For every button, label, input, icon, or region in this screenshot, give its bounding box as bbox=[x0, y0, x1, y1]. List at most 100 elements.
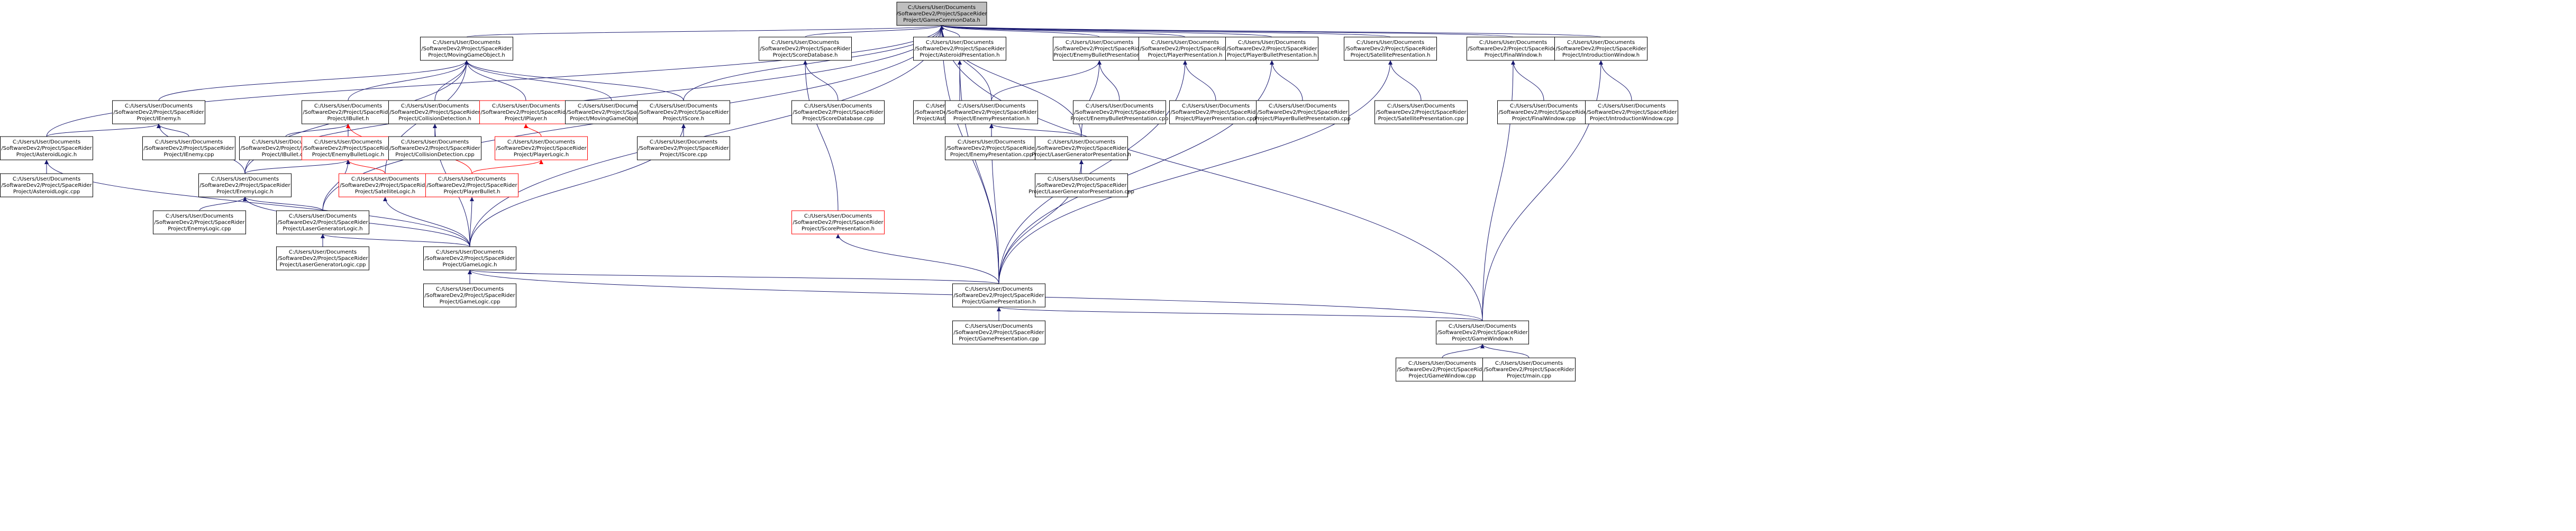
node-ibullet-h[interactable]: C:/Users/User/Documents/SoftwareDev2/Pro… bbox=[302, 100, 395, 124]
node-playerpresentation-cpp[interactable]: C:/Users/User/Documents/SoftwareDev2/Pro… bbox=[1169, 100, 1262, 124]
node-scoredatabase-h[interactable]: C:/Users/User/Documents/SoftwareDev2/Pro… bbox=[759, 37, 852, 61]
node-label-line: /SoftwareDev2/Project/SpaceRider bbox=[480, 110, 571, 115]
node-playerbulletpresentation-h[interactable]: C:/Users/User/Documents/SoftwareDev2/Pro… bbox=[1225, 37, 1318, 61]
node-box bbox=[1139, 37, 1232, 61]
node-label-line: Project/IEnemy.cpp bbox=[164, 152, 214, 158]
node-label-line: /SoftwareDev2/Project/SpaceRider bbox=[240, 146, 331, 151]
node-box bbox=[276, 246, 369, 271]
node-playerpresentation-h[interactable]: C:/Users/User/Documents/SoftwareDev2/Pro… bbox=[1139, 37, 1232, 61]
node-gamewindow-cpp[interactable]: C:/Users/User/Documents/SoftwareDev2/Pro… bbox=[1396, 357, 1489, 382]
node-label-line: C:/Users/User/Documents bbox=[1495, 361, 1563, 366]
node-label-line: /SoftwareDev2/Project/SpaceRider bbox=[1555, 46, 1646, 52]
node-label-line: Project/AsteroidPresentation.h bbox=[920, 52, 999, 58]
node-label-line: C:/Users/User/Documents bbox=[351, 176, 419, 182]
node-playerbullet-h[interactable]: C:/Users/User/Documents/SoftwareDev2/Pro… bbox=[425, 173, 518, 197]
node-label-line: C:/Users/User/Documents bbox=[926, 40, 994, 46]
node-enemybulletpresentation-cpp[interactable]: C:/Users/User/Documents/SoftwareDev2/Pro… bbox=[1070, 100, 1169, 124]
node-scoredatabase-cpp[interactable]: C:/Users/User/Documents/SoftwareDev2/Pro… bbox=[791, 100, 885, 124]
node-enemylogic-h[interactable]: C:/Users/User/Documents/SoftwareDev2/Pro… bbox=[198, 173, 292, 197]
node-gamewindow-h[interactable]: C:/Users/User/Documents/SoftwareDev2/Pro… bbox=[1436, 320, 1529, 345]
node-introductionwindow-h[interactable]: C:/Users/User/Documents/SoftwareDev2/Pro… bbox=[1554, 37, 1647, 61]
node-gamelogic-h[interactable]: C:/Users/User/Documents/SoftwareDev2/Pro… bbox=[423, 246, 516, 271]
node-label-line: /SoftwareDev2/Project/SpaceRider bbox=[1, 146, 92, 151]
node-label-line: C:/Users/User/Documents bbox=[650, 103, 717, 109]
node-lasergeneratorpresentation-cpp[interactable]: C:/Users/User/Documents/SoftwareDev2/Pro… bbox=[1028, 173, 1134, 197]
node-enemybulletpresentation-h[interactable]: C:/Users/User/Documents/SoftwareDev2/Pro… bbox=[1053, 37, 1146, 61]
node-lasergeneratorpresentation-h[interactable]: C:/Users/User/Documents/SoftwareDev2/Pro… bbox=[1032, 136, 1131, 160]
node-iscore-cpp[interactable]: C:/Users/User/Documents/SoftwareDev2/Pro… bbox=[637, 136, 730, 160]
node-collisiondetection-cpp[interactable]: C:/Users/User/Documents/SoftwareDev2/Pro… bbox=[388, 136, 481, 160]
node-label-line: /SoftwareDev2/Project/SpaceRider bbox=[793, 220, 884, 226]
node-label-line: C:/Users/User/Documents bbox=[804, 103, 872, 109]
node-gamecommondata-h[interactable]: C:/Users/User/Documents/SoftwareDev2/Pro… bbox=[896, 2, 988, 26]
node-enemypresentation-cpp[interactable]: C:/Users/User/Documents/SoftwareDev2/Pro… bbox=[945, 136, 1038, 160]
node-label-line: C:/Users/User/Documents bbox=[401, 103, 469, 109]
node-finalwindow-cpp[interactable]: C:/Users/User/Documents/SoftwareDev2/Pro… bbox=[1497, 100, 1590, 124]
node-asteroidlogic-cpp[interactable]: C:/Users/User/Documents/SoftwareDev2/Pro… bbox=[0, 173, 93, 197]
node-box bbox=[1035, 173, 1128, 197]
node-label-line: Project/CollisionDetection.cpp bbox=[395, 152, 474, 158]
node-ienemy-h[interactable]: C:/Users/User/Documents/SoftwareDev2/Pro… bbox=[112, 100, 205, 124]
node-label-line: C:/Users/User/Documents bbox=[1086, 103, 1153, 109]
node-label-line: C:/Users/User/Documents bbox=[492, 103, 560, 109]
edge-movinggameobject-h-to-gamecommondata-h bbox=[466, 25, 944, 38]
node-introductionwindow-cpp[interactable]: C:/Users/User/Documents/SoftwareDev2/Pro… bbox=[1585, 100, 1678, 124]
node-enemylogic-cpp[interactable]: C:/Users/User/Documents/SoftwareDev2/Pro… bbox=[153, 210, 246, 235]
node-lasergeneratorlogic-h[interactable]: C:/Users/User/Documents/SoftwareDev2/Pro… bbox=[276, 210, 369, 235]
node-lasergeneratorlogic-cpp[interactable]: C:/Users/User/Documents/SoftwareDev2/Pro… bbox=[276, 246, 369, 271]
node-label-line: Project/PlayerBullet.h bbox=[443, 189, 500, 195]
node-label-line: /SoftwareDev2/Project/SpaceRider bbox=[1036, 146, 1127, 151]
node-playerlogic-h[interactable]: C:/Users/User/Documents/SoftwareDev2/Pro… bbox=[495, 136, 588, 160]
node-label-line: /SoftwareDev2/Project/SpaceRider bbox=[1036, 183, 1127, 188]
node-label-line: Project/PlayerPresentation.cpp bbox=[1176, 116, 1257, 122]
node-label-line: C:/Users/User/Documents bbox=[578, 103, 645, 109]
node-asteroidpresentation-h[interactable]: C:/Users/User/Documents/SoftwareDev2/Pro… bbox=[913, 37, 1006, 61]
node-box bbox=[1256, 100, 1349, 124]
node-ienemy-cpp[interactable]: C:/Users/User/Documents/SoftwareDev2/Pro… bbox=[142, 136, 235, 160]
node-satellitepresentation-h[interactable]: C:/Users/User/Documents/SoftwareDev2/Pro… bbox=[1344, 37, 1437, 61]
node-box bbox=[1436, 320, 1529, 345]
edge-main-cpp-to-gamewindow-h bbox=[1480, 344, 1530, 358]
node-enemypresentation-h[interactable]: C:/Users/User/Documents/SoftwareDev2/Pro… bbox=[945, 100, 1038, 124]
node-enemybulletlogic-h[interactable]: C:/Users/User/Documents/SoftwareDev2/Pro… bbox=[302, 136, 395, 160]
node-label-line: Project/FinalWindow.h bbox=[1485, 52, 1542, 58]
node-satellitelogic-h[interactable]: C:/Users/User/Documents/SoftwareDev2/Pro… bbox=[339, 173, 432, 197]
node-label-line: Project/main.cpp bbox=[1507, 373, 1551, 379]
edge-gamewindow-cpp-to-gamewindow-h bbox=[1442, 344, 1485, 358]
node-gamepresentation-cpp[interactable]: C:/Users/User/Documents/SoftwareDev2/Pro… bbox=[952, 320, 1045, 345]
node-label-line: Project/AsteroidLogic.cpp bbox=[13, 189, 80, 195]
node-label-line: Project/EnemyPresentation.h bbox=[953, 116, 1030, 122]
node-label-line: C:/Users/User/Documents bbox=[1408, 361, 1476, 366]
node-gamepresentation-h[interactable]: C:/Users/User/Documents/SoftwareDev2/Pro… bbox=[952, 283, 1045, 308]
edge-asteroidlogic-h-to-ienemy-h bbox=[46, 123, 161, 137]
node-label-line: /SoftwareDev2/Project/SpaceRider bbox=[1437, 330, 1528, 336]
node-iplayer-h[interactable]: C:/Users/User/Documents/SoftwareDev2/Pro… bbox=[479, 100, 572, 124]
node-iscore-h[interactable]: C:/Users/User/Documents/SoftwareDev2/Pro… bbox=[637, 100, 730, 124]
node-movinggameobject-h[interactable]: C:/Users/User/Documents/SoftwareDev2/Pro… bbox=[420, 37, 513, 61]
node-satellitepresentation-cpp[interactable]: C:/Users/User/Documents/SoftwareDev2/Pro… bbox=[1375, 100, 1468, 124]
edge-gamelogic-h-to-gamecommondata-h bbox=[469, 25, 944, 247]
node-label-line: C:/Users/User/Documents bbox=[166, 213, 233, 219]
node-label-line: Project/IntroductionWindow.h bbox=[1562, 52, 1640, 58]
node-asteroidlogic-h[interactable]: C:/Users/User/Documents/SoftwareDev2/Pro… bbox=[0, 136, 93, 160]
node-gamelogic-cpp[interactable]: C:/Users/User/Documents/SoftwareDev2/Pro… bbox=[423, 283, 516, 308]
node-finalwindow-h[interactable]: C:/Users/User/Documents/SoftwareDev2/Pro… bbox=[1467, 37, 1560, 61]
node-label-line: C:/Users/User/Documents bbox=[1387, 103, 1455, 109]
node-box bbox=[952, 283, 1045, 308]
node-label-line: C:/Users/User/Documents bbox=[1238, 40, 1306, 46]
node-label-line: C:/Users/User/Documents bbox=[1479, 40, 1547, 46]
node-label-line: /SoftwareDev2/Project/SpaceRider bbox=[277, 220, 368, 226]
node-box bbox=[276, 210, 369, 235]
node-label-line: Project/ScoreDatabase.cpp bbox=[803, 116, 874, 122]
node-box bbox=[495, 136, 588, 160]
node-scorepresentation-h[interactable]: C:/Users/User/Documents/SoftwareDev2/Pro… bbox=[791, 210, 885, 235]
edge-lasergeneratorlogic-h-to-enemylogic-h bbox=[243, 196, 323, 211]
edge-satellitepresentation-h-to-gamecommondata-h bbox=[940, 25, 1391, 38]
node-label-line: Project/LaserGeneratorPresentation.h bbox=[1032, 152, 1131, 158]
node-box bbox=[913, 37, 1006, 61]
node-label-line: /SoftwareDev2/Project/SpaceRider bbox=[496, 146, 587, 151]
node-collisiondetection-h[interactable]: C:/Users/User/Documents/SoftwareDev2/Pro… bbox=[388, 100, 481, 124]
node-main-cpp[interactable]: C:/Users/User/Documents/SoftwareDev2/Pro… bbox=[1482, 357, 1576, 382]
node-playerbulletpresentation-cpp[interactable]: C:/Users/User/Documents/SoftwareDev2/Pro… bbox=[1254, 100, 1351, 124]
